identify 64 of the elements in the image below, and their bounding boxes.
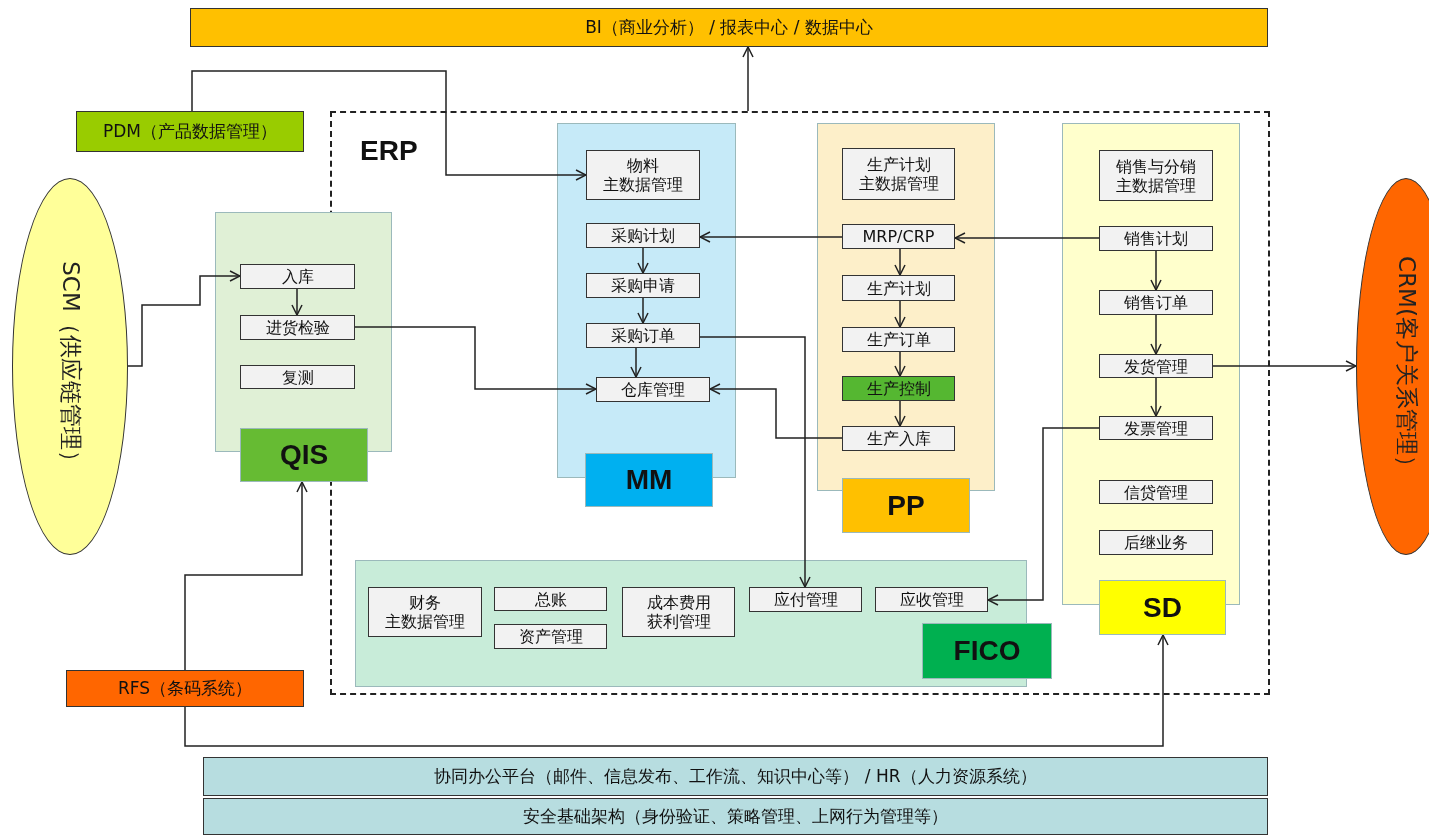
function-box: 生产订单 xyxy=(842,327,955,352)
function-box: 复测 xyxy=(240,365,355,389)
connector-arrow xyxy=(894,351,906,377)
function-box: 成本费用获利管理 xyxy=(622,587,735,637)
connector-arrow xyxy=(987,427,1100,606)
connector-arrow xyxy=(354,326,597,395)
function-box: 财务主数据管理 xyxy=(368,587,482,637)
connector-arrow xyxy=(127,270,241,367)
system-bar: 安全基础架构（身份验证、策略管理、上网行为管理等） xyxy=(203,798,1268,835)
connector-arrow xyxy=(1150,377,1162,417)
function-box: 总账 xyxy=(494,587,607,611)
module-tag: PP xyxy=(842,478,970,533)
connector-arrow xyxy=(1150,314,1162,355)
system-label: CRM(客户关系管理） xyxy=(1392,255,1421,478)
frame-title: ERP xyxy=(360,135,418,167)
connector-arrow xyxy=(630,347,642,378)
connector-arrow xyxy=(291,288,303,316)
function-box: 采购申请 xyxy=(586,273,700,298)
function-box: 生产计划主数据管理 xyxy=(842,148,955,200)
function-box: 仓库管理 xyxy=(596,377,710,402)
connector-arrow xyxy=(699,336,811,588)
function-box: 信贷管理 xyxy=(1099,480,1213,504)
module-tag: SD xyxy=(1099,580,1226,635)
connector-arrow xyxy=(709,383,843,439)
function-box: 生产入库 xyxy=(842,426,955,451)
function-box: 应付管理 xyxy=(749,587,862,612)
connector-arrow xyxy=(637,247,649,274)
function-box: 销售与分销主数据管理 xyxy=(1099,150,1213,201)
function-box: 销售计划 xyxy=(1099,226,1213,251)
connector-arrow xyxy=(184,481,308,671)
connector-arrow xyxy=(184,634,1169,747)
system-bar: BI（商业分析） / 报表中心 / 数据中心 xyxy=(190,8,1268,47)
connector-arrow xyxy=(1150,250,1162,291)
connector-arrow xyxy=(637,297,649,324)
system-bar: RFS（条码系统） xyxy=(66,670,304,707)
module-tag: MM xyxy=(585,453,713,507)
function-box: MRP/CRP xyxy=(842,224,955,249)
function-box: 后继业务 xyxy=(1099,530,1213,555)
connector-arrow xyxy=(699,231,843,243)
connector-arrow xyxy=(894,248,906,276)
function-box: 生产计划 xyxy=(842,275,955,301)
module-tag: QIS xyxy=(240,428,368,482)
connector-arrow xyxy=(894,300,906,328)
function-box: 采购计划 xyxy=(586,223,700,248)
system-bar: PDM（产品数据管理） xyxy=(76,111,304,152)
function-box: 生产控制 xyxy=(842,376,955,401)
module-tag: FICO xyxy=(922,623,1052,679)
connector-arrow xyxy=(191,70,587,181)
function-box: 进货检验 xyxy=(240,315,355,340)
connector-arrow xyxy=(894,400,906,427)
function-box: 入库 xyxy=(240,264,355,289)
function-box: 资产管理 xyxy=(494,624,607,649)
connector-arrow xyxy=(954,232,1100,244)
system-label: SCM（供应链管理） xyxy=(56,260,85,473)
system-bar: 协同办公平台（邮件、信息发布、工作流、知识中心等） / HR（人力资源系统） xyxy=(203,757,1268,796)
function-box: 采购订单 xyxy=(586,323,700,348)
connector-arrow xyxy=(1212,360,1357,372)
erp-frame xyxy=(330,111,1270,695)
function-box: 应收管理 xyxy=(875,587,988,612)
connector-arrow xyxy=(742,46,754,112)
function-box: 物料主数据管理 xyxy=(586,150,700,200)
function-box: 销售订单 xyxy=(1099,290,1213,315)
function-box: 发票管理 xyxy=(1099,416,1213,440)
function-box: 发货管理 xyxy=(1099,354,1213,378)
